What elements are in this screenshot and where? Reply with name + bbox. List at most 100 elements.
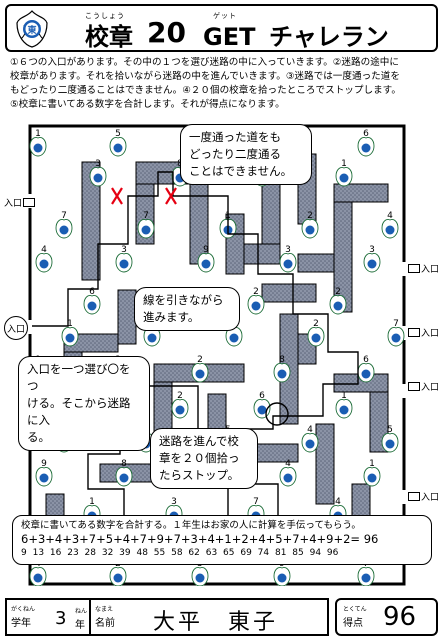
school-emblem-token[interactable]: 8 xyxy=(115,459,133,487)
emblem-ring-icon xyxy=(305,439,315,449)
title-kanji: 校章 xyxy=(85,23,133,51)
bubble-line: 入口を一つ選び〇をつ xyxy=(27,362,131,393)
name-ruby: なまえ xyxy=(95,606,114,613)
school-emblem-token[interactable]: 1 xyxy=(29,129,47,157)
emblem-number: 7 xyxy=(393,319,399,329)
emblem-number: 2 xyxy=(197,355,203,365)
bubble-line: 章を２０個拾っ xyxy=(159,451,240,465)
school-emblem-token[interactable]: 2 xyxy=(171,391,189,419)
emblem-ring-icon xyxy=(385,439,395,449)
school-emblem-token[interactable]: 6 xyxy=(357,355,375,383)
emblem-number: 4 xyxy=(387,211,393,221)
emblem-number: 2 xyxy=(313,319,319,329)
calc-running-sums: 9 13 16 23 28 32 39 48 55 58 62 63 65 69… xyxy=(21,548,339,558)
title-get-ruby: ゲット xyxy=(213,12,237,20)
emblem-ring-icon xyxy=(361,143,371,153)
title-ruby: こうしょう xyxy=(85,12,125,20)
hint-bubble-stop: 迷路を進んで校 章を２０個拾っ たらストップ。 xyxy=(150,428,258,489)
school-emblem-token[interactable]: 3 xyxy=(363,245,381,273)
entrance-label: 入口 xyxy=(421,329,440,339)
bubble-line: たらストップ。 xyxy=(159,468,240,482)
school-emblem-token[interactable]: 7 xyxy=(137,211,155,239)
rules-text: ①６つの入口があります。その中の１つを選び迷路の中に入っていきます。②迷路の途中… xyxy=(10,56,435,112)
name-value[interactable]: 大平 東子 xyxy=(153,610,279,635)
entrance-left-selected[interactable]: 入口 xyxy=(4,316,28,340)
entrance-label: 入口 xyxy=(4,199,23,209)
school-emblem-token[interactable]: 7 xyxy=(387,319,405,347)
entrance-label: 入口 xyxy=(421,493,440,503)
school-emblem-icon: 東 xyxy=(16,10,48,48)
emblem-number: 3 xyxy=(171,497,177,507)
emblem-number: 3 xyxy=(369,245,375,255)
nen-ruby: ねん xyxy=(75,608,88,615)
hint-bubble-draw-line: 線を引きながら 進みます。 xyxy=(134,287,240,331)
hint-bubble-no-backtrack: 一度通った道をも どったり二度通る ことはできません。 xyxy=(180,124,312,185)
calc-expression[interactable]: 6+3+4+3+7+5+4+7+9+7+3+4+1+2+4+5+7+4+9+2=… xyxy=(21,532,379,546)
school-emblem-token[interactable]: 5 xyxy=(225,319,243,347)
entrance-right-3[interactable]: 入口 xyxy=(408,380,439,393)
emblem-ring-icon xyxy=(277,369,287,379)
emblem-ring-icon xyxy=(367,473,377,483)
arrow-left-icon xyxy=(408,328,420,337)
school-emblem-token[interactable]: 2 xyxy=(307,319,325,347)
school-emblem-token[interactable]: 4 xyxy=(279,459,297,487)
entrance-right-1[interactable]: 入口 xyxy=(408,262,439,275)
school-emblem-token[interactable]: 6 xyxy=(357,129,375,157)
emblem-ring-icon xyxy=(361,369,371,379)
emblem-ring-icon xyxy=(277,573,287,583)
school-emblem-token[interactable]: 2 xyxy=(301,211,319,239)
school-emblem-token[interactable]: 9 xyxy=(197,245,215,273)
emblem-number: 4 xyxy=(307,425,313,435)
school-emblem-token[interactable]: 5 xyxy=(109,129,127,157)
school-emblem-token[interactable]: 1 xyxy=(335,159,353,187)
entrance-right-4[interactable]: 入口 xyxy=(408,490,439,503)
emblem-ring-icon xyxy=(33,573,43,583)
emblem-ring-icon xyxy=(339,405,349,415)
hint-bubble-choose-entrance: 入口を一つ選び〇をつ ける。そこから迷路に入 る。 xyxy=(18,356,150,451)
score-value[interactable]: 96 xyxy=(383,602,417,632)
school-emblem-token[interactable]: 7 xyxy=(55,211,73,239)
school-emblem-token[interactable]: 2 xyxy=(191,355,209,383)
school-emblem-token[interactable]: 1 xyxy=(363,459,381,487)
school-emblem-token[interactable]: 4 xyxy=(35,245,53,273)
emblem-number: 8 xyxy=(279,355,285,365)
school-emblem-token[interactable]: 3 xyxy=(89,159,107,187)
rule-line: ⑤校章に書いてある数字を合計します。それが得点になります。 xyxy=(10,99,285,110)
emblem-ring-icon xyxy=(385,225,395,235)
school-emblem-token[interactable]: 6 xyxy=(83,287,101,315)
school-emblem-token[interactable]: 1 xyxy=(61,319,79,347)
emblem-ring-icon xyxy=(339,173,349,183)
nen-label: 年 xyxy=(75,620,85,631)
school-emblem-token[interactable]: 1 xyxy=(335,391,353,419)
school-emblem-token[interactable]: 4 xyxy=(381,211,399,239)
school-emblem-token[interactable]: 4 xyxy=(301,425,319,453)
emblem-ring-icon xyxy=(251,301,261,311)
school-emblem-token[interactable]: 2 xyxy=(247,287,265,315)
maze-wall xyxy=(81,161,101,281)
school-emblem-token[interactable]: 9 xyxy=(35,459,53,487)
school-emblem-token[interactable]: 3 xyxy=(279,245,297,273)
emblem-number: 2 xyxy=(177,391,183,401)
emblem-number: 3 xyxy=(285,245,291,255)
rule-line: 校章があります。それを拾いながら迷路の中を進んでいきます。③迷路では一度通った道… xyxy=(10,71,400,82)
entrance-right-2[interactable]: 入口 xyxy=(408,326,439,339)
school-emblem-token[interactable]: 5 xyxy=(381,425,399,453)
entrance-left-top[interactable]: 入口 xyxy=(4,196,36,209)
emblem-ring-icon xyxy=(141,225,151,235)
school-emblem-token[interactable]: 2 xyxy=(329,287,347,315)
bubble-line: 迷路を進んで校 xyxy=(159,434,239,448)
school-emblem-token[interactable]: 8 xyxy=(273,355,291,383)
rule-line: ①６つの入口があります。その中の１つを選び迷路の中に入っていきます。②迷路の途中… xyxy=(10,57,399,68)
entrance-label: 入口 xyxy=(421,383,440,393)
maze-walls xyxy=(45,153,389,555)
arrow-left-icon xyxy=(408,492,420,501)
emblem-ring-icon xyxy=(201,259,211,269)
score-ruby: とくてん xyxy=(343,606,367,613)
x-mark-icon xyxy=(111,187,123,205)
school-emblem-token[interactable]: 6 xyxy=(253,391,271,419)
school-emblem-token[interactable]: 3 xyxy=(115,245,133,273)
grade-value[interactable]: 3 xyxy=(55,608,67,629)
emblem-ring-icon xyxy=(391,333,401,343)
emblem-number: 1 xyxy=(341,159,347,169)
bubble-line: どったり二度通る xyxy=(189,147,281,161)
